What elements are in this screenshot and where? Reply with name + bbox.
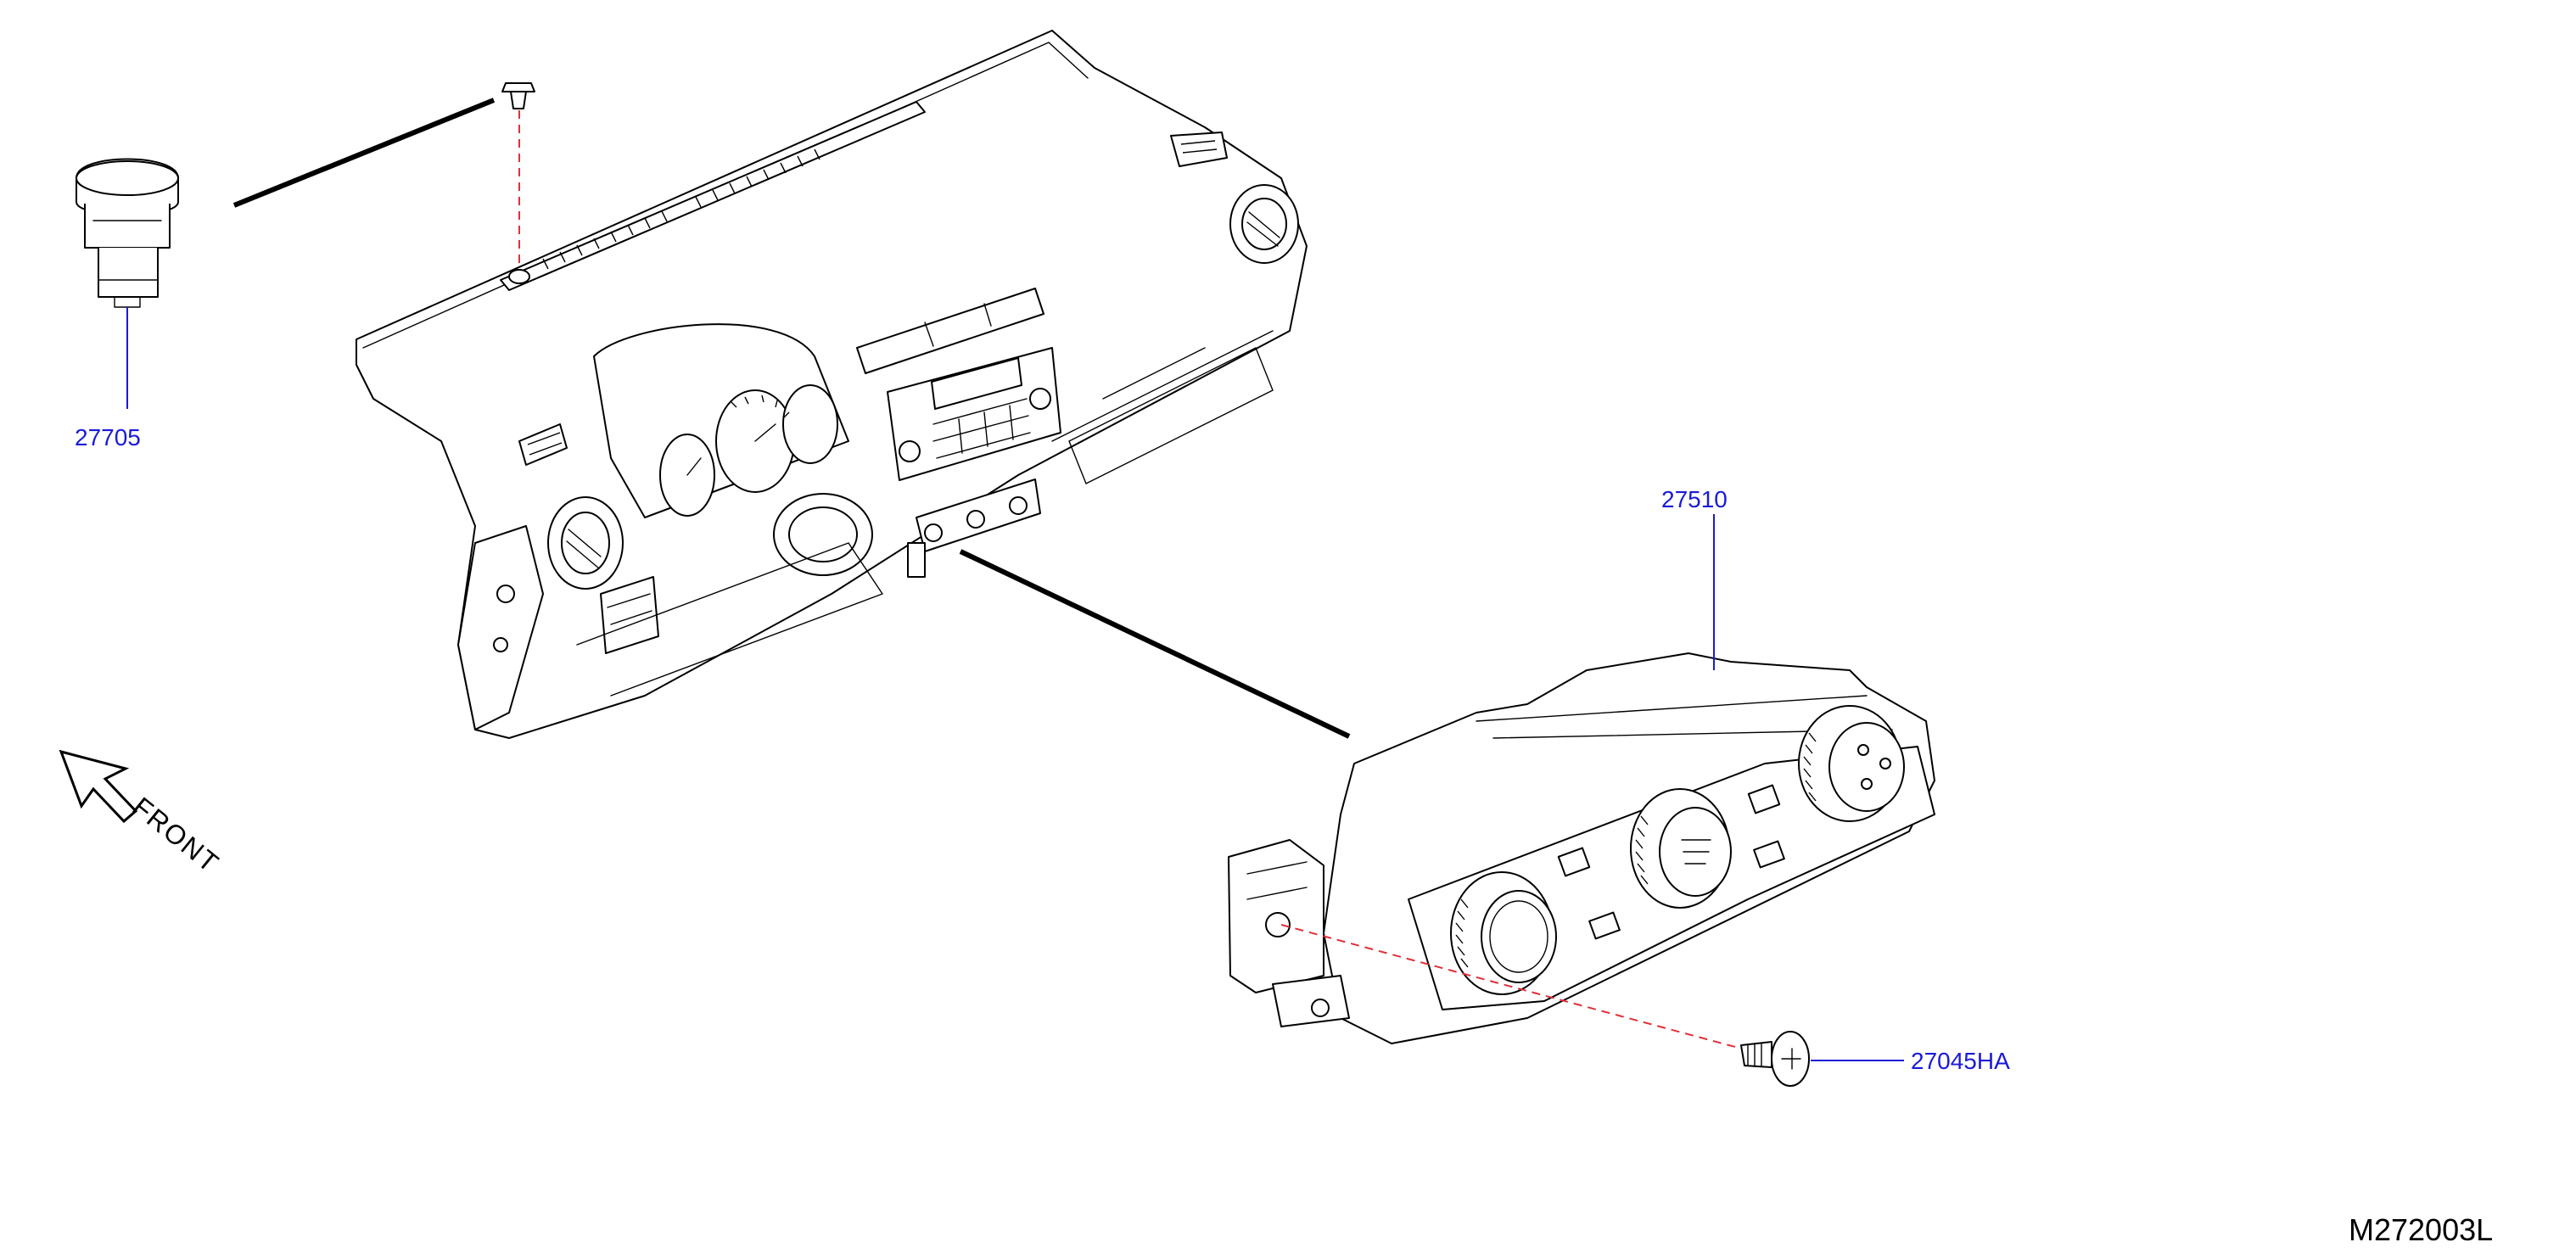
sensor-clip-icon (501, 82, 535, 109)
temperature-knob (1450, 871, 1557, 995)
defroster-grille (542, 148, 820, 270)
ac-control-assembly-27510 (1228, 652, 1935, 1044)
fan-speed-knob (1798, 705, 1905, 822)
install-path-screw (1280, 924, 1749, 1051)
front-arrow-icon (59, 749, 138, 824)
callout-line-sensor (232, 98, 496, 208)
part-number-27045HA: 27045HA (1911, 1048, 2010, 1074)
screw-27045HA (1740, 1031, 1810, 1087)
drawing-code: M272003L (2349, 1212, 2493, 1247)
part-number-27510: 27510 (1661, 486, 1728, 512)
instrument-panel-illustration (356, 30, 1308, 739)
mode-knob (1630, 788, 1732, 909)
sensor-plug-27705 (76, 158, 179, 308)
callout-line-control (959, 549, 1351, 739)
part-number-27705: 27705 (75, 424, 141, 450)
front-label: FRONT (127, 791, 226, 879)
